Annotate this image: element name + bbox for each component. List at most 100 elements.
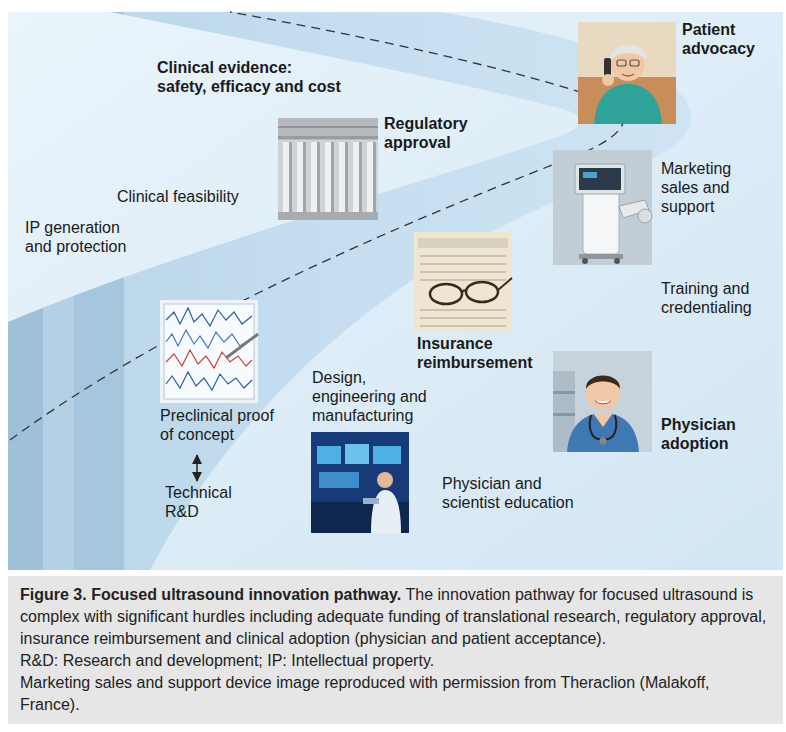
data-screen-photo-part — [160, 300, 258, 403]
caption-text: Marketing sales and support device image… — [20, 672, 771, 716]
physician-photo-part — [593, 413, 613, 427]
data-screen-photo-part — [166, 372, 252, 390]
patient-photo-part — [594, 84, 662, 124]
courthouse-photo-part — [317, 142, 320, 212]
ultrasound-device-photo — [553, 150, 652, 265]
ultrasound-device-photo-part — [583, 172, 597, 178]
caption-text: R&D: Research and development; IP: Intel… — [20, 650, 771, 672]
insurance-form-photo-part — [414, 232, 512, 332]
stage-label: Regulatory approval — [384, 114, 484, 152]
data-screen-photo-part — [166, 330, 252, 348]
control-room-photo-part — [363, 498, 379, 504]
insurance-form-photo-part — [430, 284, 462, 304]
caption-heading: Figure 3. Focused ultrasound innovation … — [20, 586, 401, 603]
data-screen-photo-part — [164, 304, 254, 399]
insurance-form-photo-part — [420, 264, 506, 265]
insurance-form-photo-part — [498, 278, 512, 290]
pathway-dashed-line — [10, 12, 624, 440]
stage-label: IP generation and protection — [25, 218, 140, 256]
patient-photo-part — [617, 60, 626, 66]
physician-photo-part — [586, 376, 620, 390]
stage-label: Patient advocacy — [682, 20, 782, 58]
insurance-form-photo-part — [420, 256, 506, 257]
courthouse-photo-part — [278, 136, 378, 139]
physician-photo-part — [590, 415, 617, 439]
double-arrow — [196, 455, 198, 481]
stage-label: Physician and scientist education — [442, 474, 582, 512]
courthouse-photo-part — [373, 142, 376, 212]
courthouse-photo — [278, 118, 378, 220]
insurance-form-photo-part — [420, 318, 506, 319]
stage-label: Preclinical proof of concept — [160, 406, 280, 444]
patient-photo-part — [622, 74, 634, 76]
ultrasound-device-photo-part — [579, 168, 621, 190]
courthouse-photo-part — [311, 142, 320, 212]
physician-photo-part — [553, 351, 652, 452]
insurance-form-photo-part — [462, 290, 466, 293]
patient-photo-part — [602, 74, 614, 86]
physician-photo-part — [586, 376, 620, 410]
courthouse-photo-part — [353, 142, 362, 212]
insurance-form-photo-part — [420, 326, 506, 327]
control-room-photo-part — [371, 490, 401, 533]
courthouse-photo-part — [325, 142, 334, 212]
patient-photo — [578, 22, 676, 124]
control-room-photo-part — [373, 446, 401, 464]
pathway-panel — [8, 12, 783, 570]
courthouse-photo-part — [367, 142, 376, 212]
physician-photo-part — [600, 438, 607, 445]
stage-label: Training and credentialing — [661, 279, 761, 317]
stage-label: Marketing sales and support — [661, 159, 741, 217]
patient-photo-part — [578, 77, 676, 124]
courthouse-photo-part — [278, 126, 378, 128]
control-room-photo-part — [377, 472, 393, 488]
physician-photo-part — [595, 401, 611, 404]
ultrasound-device-photo-part — [614, 258, 620, 264]
ultrasound-device-photo-part — [582, 258, 588, 264]
physician-photo-part — [553, 413, 575, 416]
patient-photo-part — [630, 60, 639, 66]
control-room-photo-part — [311, 432, 409, 533]
ultrasound-device-photo-part — [583, 190, 619, 254]
courthouse-photo-part — [289, 142, 292, 212]
courthouse-photo-part — [331, 142, 334, 212]
control-room-photo — [311, 432, 409, 533]
courthouse-photo-part — [339, 142, 348, 212]
courthouse-photo-part — [278, 118, 378, 140]
insurance-form-photo-part — [420, 310, 506, 311]
courthouse-photo-part — [359, 142, 362, 212]
insurance-form-photo-part — [420, 272, 506, 273]
stage-label: Physician adoption — [661, 415, 761, 453]
control-room-photo-part — [319, 472, 359, 488]
control-room-photo-part — [317, 446, 341, 464]
ultrasound-device-photo-part — [575, 164, 625, 194]
courthouse-photo-part — [297, 142, 306, 212]
data-screen-photo-part — [166, 350, 252, 368]
physician-photo — [553, 351, 652, 452]
courthouse-photo-part — [278, 212, 378, 220]
insurance-form-photo-part — [420, 280, 506, 281]
patient-photo-part — [578, 22, 676, 124]
courthouse-photo-part — [278, 118, 378, 220]
stage-label: Technical R&D — [165, 483, 255, 521]
data-screen-photo-part — [226, 334, 258, 358]
data-screen-photo-part — [166, 308, 252, 326]
courthouse-photo-part — [303, 142, 306, 212]
insurance-form-photo-part — [466, 282, 498, 302]
stage-label: Clinical feasibility — [117, 187, 287, 206]
stage-label: Clinical evidence: safety, efficacy and … — [157, 58, 345, 96]
insurance-form-photo-part — [418, 238, 508, 248]
stage-label: Insurance reimbursement — [417, 334, 547, 372]
courthouse-photo-part — [345, 142, 348, 212]
physician-photo-part — [567, 413, 639, 452]
data-screen-photo — [160, 300, 258, 403]
patient-photo-part — [604, 58, 611, 76]
insurance-form-photo — [414, 232, 512, 332]
caption-box: Figure 3. Focused ultrasound innovation … — [8, 576, 783, 724]
patient-photo-part — [610, 45, 646, 62]
ultrasound-device-photo-part — [553, 150, 652, 265]
stage-label: Design, engineering and manufacturing — [312, 368, 437, 426]
physician-photo-part — [553, 391, 575, 394]
courthouse-photo-part — [283, 142, 292, 212]
